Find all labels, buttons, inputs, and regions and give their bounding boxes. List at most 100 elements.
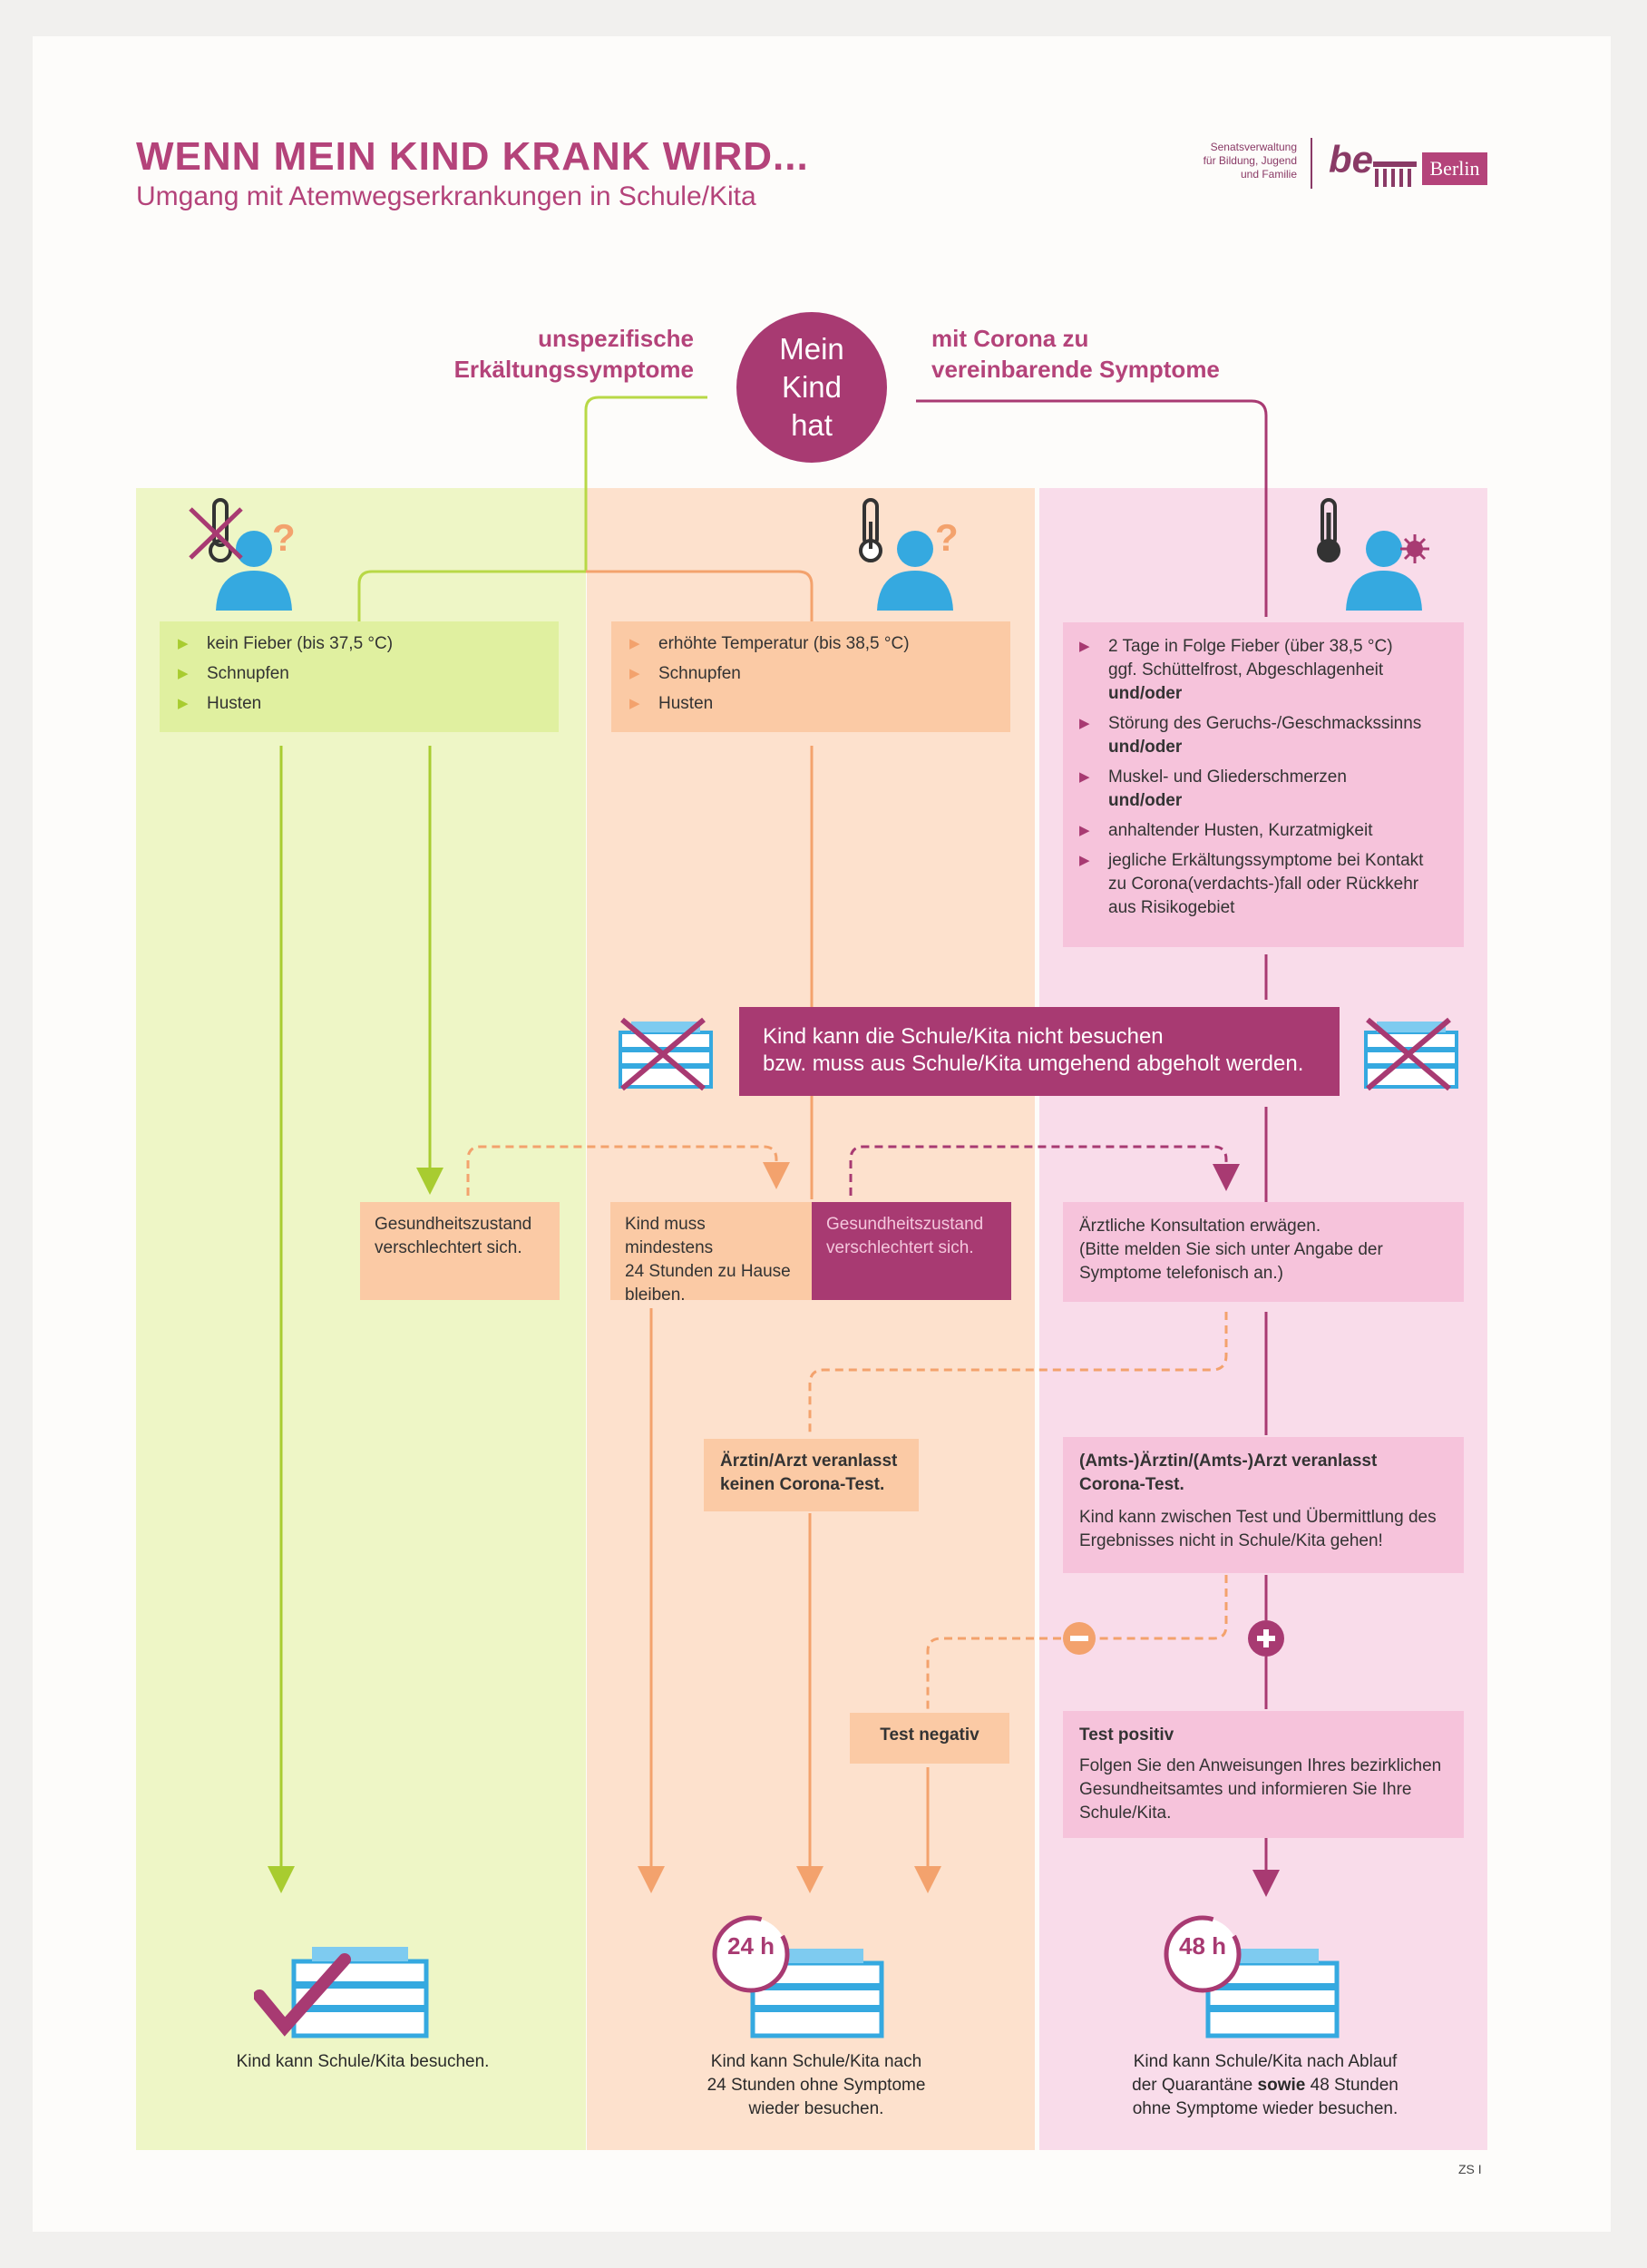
symptom-conj: und/oder xyxy=(1108,791,1183,810)
symptom-item: Schnupfen xyxy=(628,662,994,686)
magenta-dashed-arrow xyxy=(849,1145,1240,1196)
logo-department-text: Senatsverwaltung für Bildung, Jugend und… xyxy=(1116,141,1297,181)
symptom-line: anhaltender Husten, Kurzatmigkeit xyxy=(1108,821,1373,840)
orange-symptom-box: erhöhte Temperatur (bis 38,5 °C) Schnupf… xyxy=(611,621,1010,732)
worsen-line: verschlechtert sich. xyxy=(826,1238,974,1257)
no-test-box: Ärztin/Arzt veranlasst keinen Corona-Tes… xyxy=(704,1439,919,1511)
label-unspecific-symptoms: unspezifische Erkältungssymptome xyxy=(399,323,694,385)
result-text: der Quarantäne xyxy=(1132,2076,1258,2095)
symptom-item: erhöhte Temperatur (bis 38,5 °C) xyxy=(628,632,994,656)
banner-line: bzw. muss aus Schule/Kita umgehend abgeh… xyxy=(763,1051,1304,1076)
consult-line: Ärztliche Konsultation erwägen. xyxy=(1079,1217,1321,1236)
worsen-box: Gesundheitszustand verschlechtert sich. xyxy=(360,1202,560,1300)
logo-separator xyxy=(1311,138,1312,189)
school-24h-icon xyxy=(712,1915,884,2038)
orange-result: Kind kann Schule/Kita nach 24 Stunden oh… xyxy=(626,2050,1007,2121)
column-unspecific-symptoms xyxy=(136,488,586,2150)
result-line: ohne Symptome wieder besuchen. xyxy=(1132,2099,1398,2118)
orange-dashed-line xyxy=(1096,1575,1228,1640)
corona-test-box: (Amts-)Ärztin/(Amts-)Arzt veranlasst Cor… xyxy=(1063,1437,1464,1573)
logo-line: Senatsverwaltung xyxy=(1210,141,1297,153)
symptom-line: Muskel- und Gliederschmerzen xyxy=(1108,767,1347,787)
consult-box: Ärztliche Konsultation erwägen. (Bitte m… xyxy=(1063,1202,1464,1302)
green-result: Kind kann Schule/Kita besuchen. xyxy=(236,2052,490,2071)
banner-line: Kind kann die Schule/Kita nicht besuchen xyxy=(763,1024,1164,1049)
worsen-line: Gesundheitszustand xyxy=(375,1215,532,1234)
stay-home-line: 24 Stunden zu Hause xyxy=(625,1262,791,1281)
circle-line: Mein xyxy=(779,332,844,366)
brandenburg-gate-icon xyxy=(1373,161,1417,187)
svg-text:?: ? xyxy=(935,516,959,559)
label-corona-symptoms: mit Corona zu vereinbarende Symptome xyxy=(931,323,1240,385)
symptom-item: Muskel- und Gliederschmerzen und/oder xyxy=(1077,766,1449,813)
svg-text:?: ? xyxy=(272,516,296,559)
worsen-box-dark: Gesundheitszustand verschlechtert sich. xyxy=(812,1202,1011,1300)
result-line: Kind kann Schule/Kita nach Ablauf xyxy=(1133,2052,1398,2071)
symptom-line: jegliche Erkältungssymptome bei Kontakt xyxy=(1108,851,1424,870)
test-title-line: (Amts-)Ärztin/(Amts-)Arzt veranlasst xyxy=(1079,1452,1378,1471)
symptom-item: Störung des Geruchs-/Geschmackssinns und… xyxy=(1077,712,1449,759)
worsen-line: verschlechtert sich. xyxy=(375,1238,522,1257)
my-child-has-circle: Mein Kind hat xyxy=(736,312,887,463)
result-text: 48 Stunden xyxy=(1305,2076,1398,2095)
circle-line: Kind xyxy=(781,370,843,404)
positive-title: Test positiv xyxy=(1079,1725,1174,1745)
symptom-line: 2 Tage in Folge Fieber (über 38,5 °C) xyxy=(1108,637,1393,656)
test-text-line: Kind kann zwischen Test und Übermittlung… xyxy=(1079,1508,1437,1527)
cannot-attend-banner: Kind kann die Schule/Kita nicht besuchen… xyxy=(739,1007,1340,1096)
positive-line: Schule/Kita. xyxy=(1079,1804,1172,1823)
green-symptom-box: kein Fieber (bis 37,5 °C) Schnupfen Hust… xyxy=(160,621,559,732)
test-negative-box: Test negativ xyxy=(850,1713,1009,1764)
person-thermometer-question-icon: ? xyxy=(859,498,959,611)
symptom-conj: und/oder xyxy=(1108,684,1183,703)
logo-be: be xyxy=(1329,138,1374,181)
orange-dashed-line xyxy=(808,1312,1228,1435)
logo-line: für Bildung, Jugend xyxy=(1203,154,1297,167)
orange-branch-line xyxy=(586,570,814,622)
label-line: vereinbarende Symptome xyxy=(931,356,1220,383)
positive-line: Folgen Sie den Anweisungen Ihres bezirkl… xyxy=(1079,1756,1442,1775)
label-line: unspezifische xyxy=(538,325,694,352)
stay-home-box: Kind muss mindestens 24 Stunden zu Hause… xyxy=(610,1202,812,1305)
circle-line: hat xyxy=(791,408,833,442)
result-line: wieder besuchen. xyxy=(748,2099,884,2118)
stay-home-line: Kind muss mindestens xyxy=(625,1215,714,1257)
pink-result: Kind kann Schule/Kita nach Ablauf der Qu… xyxy=(1070,2050,1460,2121)
badge-24h: 24 h xyxy=(726,1932,775,1960)
magenta-branch-line xyxy=(916,399,1268,617)
consult-line: Symptome telefonisch an.) xyxy=(1079,1264,1283,1283)
school-48h-icon xyxy=(1164,1915,1340,2038)
green-branch-line xyxy=(584,396,707,572)
page-subtitle: Umgang mit Atemwegserkrankungen in Schul… xyxy=(136,181,756,211)
result-bold: sowie xyxy=(1257,2076,1306,2095)
school-closed-icon xyxy=(1364,1017,1458,1091)
symptom-line: Störung des Geruchs-/Geschmackssinns xyxy=(1108,714,1422,733)
person-fever-virus-icon xyxy=(1317,498,1429,611)
corona-symptom-box: 2 Tage in Folge Fieber (über 38,5 °C) gg… xyxy=(1063,622,1464,947)
person-no-fever-question-icon: ? xyxy=(189,498,296,611)
logo-line: und Familie xyxy=(1240,168,1297,181)
symptom-item: Schnupfen xyxy=(176,662,542,686)
school-closed-icon xyxy=(619,1017,713,1091)
page-title: WENN MEIN KIND KRANK WIRD... xyxy=(136,134,809,179)
no-test-line: Ärztin/Arzt veranlasst xyxy=(720,1452,898,1471)
orange-dashed-arrow xyxy=(466,1145,790,1196)
label-line: Erkältungssymptome xyxy=(453,356,694,383)
result-line: 24 Stunden ohne Symptome xyxy=(707,2076,926,2095)
test-title-line: Corona-Test. xyxy=(1079,1475,1184,1494)
symptom-item: anhaltender Husten, Kurzatmigkeit xyxy=(1077,819,1449,843)
stay-home-line: bleiben. xyxy=(625,1286,686,1305)
symptom-line: zu Corona(verdachts-)fall oder Rückkehr xyxy=(1108,875,1419,894)
worsen-line: Gesundheitszustand xyxy=(826,1215,984,1234)
symptom-conj: und/oder xyxy=(1108,738,1183,757)
result-line: Kind kann Schule/Kita nach xyxy=(710,2052,922,2071)
symptom-item: kein Fieber (bis 37,5 °C) xyxy=(176,632,542,656)
badge-48h: 48 h xyxy=(1178,1932,1227,1960)
orange-dashed-line xyxy=(926,1637,1061,1713)
no-test-line: keinen Corona-Test. xyxy=(720,1475,885,1494)
symptom-line: aus Risikogebiet xyxy=(1108,898,1235,917)
test-text-line: Ergebnisses nicht in Schule/Kita gehen! xyxy=(1079,1531,1383,1550)
positive-line: Gesundheitsamtes und informieren Sie Ihr… xyxy=(1079,1780,1412,1799)
consult-line: (Bitte melden Sie sich unter Angabe der xyxy=(1079,1240,1383,1259)
